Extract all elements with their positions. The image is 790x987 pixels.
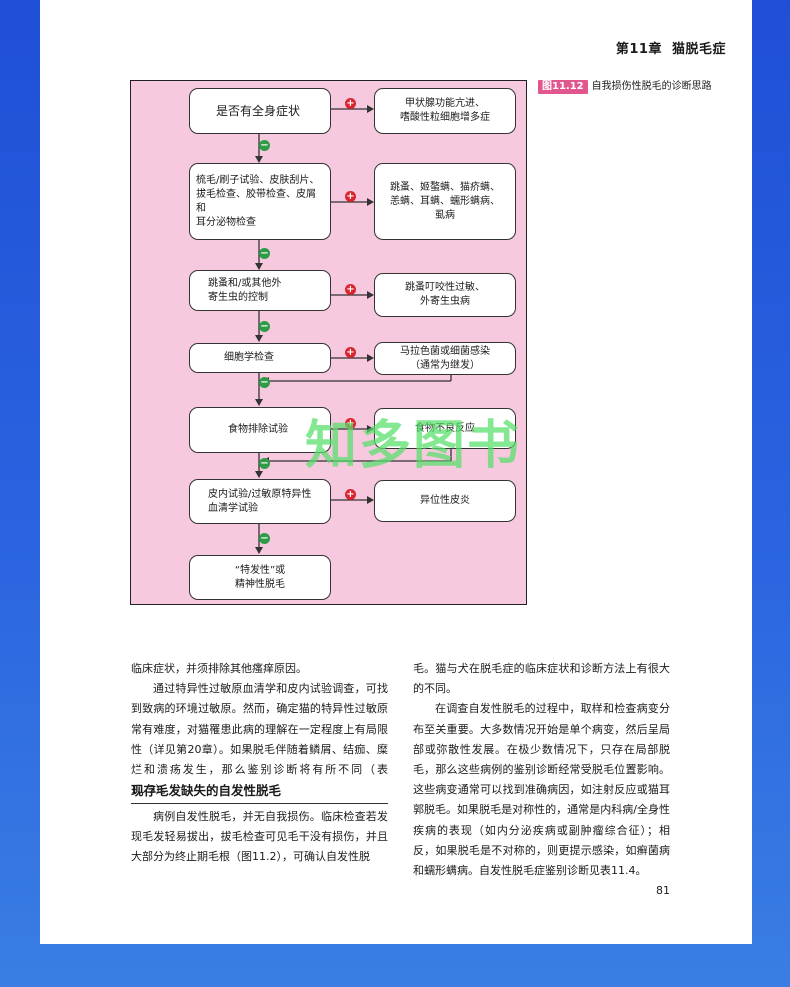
box-flea-allergy: 跳蚤叮咬性过敏、 外寄生虫病	[374, 273, 516, 317]
watermark: 知多图书	[305, 416, 522, 476]
box-food-trial: 食物排除试验	[189, 407, 331, 453]
paragraph: 病例自发性脱毛，并无自我损伤。临床检查若发现毛发轻易拔出，拔毛检查可见毛干没有损…	[131, 810, 388, 864]
flowchart-connectors	[255, 105, 452, 554]
paragraph: 毛。猫与犬在脱毛症的临床症状和诊断方法上有很大的不同。	[413, 662, 670, 696]
minus-icon: −	[259, 321, 270, 332]
left-column: 临床症状，并须排除其他瘙痒原因。 通过特异性过敏原血清学和皮内试验调查，可找到致…	[131, 659, 388, 800]
box-ectoparasites: 跳蚤、姬螯螨、猫疥螨、 恙螨、耳螨、蠕形螨病、 虱病	[374, 163, 516, 240]
plus-icon: +	[345, 98, 356, 109]
plus-icon: +	[345, 489, 356, 500]
paragraph: 临床症状，并须排除其他瘙痒原因。	[131, 662, 307, 675]
chapter-number: 第11章	[615, 42, 662, 57]
box-food-reaction: 食物不良反应	[374, 408, 516, 449]
paragraph: 通过特异性过敏原血清学和皮内试验调查，可找到致病的环境过敏原。然而，确定猫的特异…	[131, 682, 388, 797]
minus-icon: −	[259, 140, 270, 151]
page-number: 81	[656, 884, 670, 897]
box-hyperthyroidism: 甲状腺功能亢进、 嗜酸性粒细胞增多症	[374, 88, 516, 134]
right-column: 毛。猫与犬在脱毛症的临床症状和诊断方法上有很大的不同。 在调查自发性脱毛的过程中…	[413, 659, 670, 881]
left-column-lower: 病例自发性脱毛，并无自我损伤。临床检查若发现毛发轻易拔出，拔毛检查可见毛干没有损…	[131, 807, 388, 868]
box-cytology: 细胞学检查	[189, 343, 331, 373]
minus-icon: −	[259, 248, 270, 259]
minus-icon: −	[259, 377, 270, 388]
chapter-title: 猫脱毛症	[671, 42, 726, 57]
flowchart: 是否有全身症状 梳毛/刷子试验、皮肤刮片、 拔毛检查、胶带检查、皮屑和 耳分泌物…	[130, 80, 527, 605]
box-parasite-control: 跳蚤和/或其他外 寄生虫的控制	[189, 270, 331, 311]
box-intradermal-test: 皮内试验/过敏原特异性 血清学试验	[189, 479, 331, 524]
plus-icon: +	[345, 284, 356, 295]
plus-icon: +	[345, 191, 356, 202]
box-atopic-dermatitis: 异位性皮炎	[374, 480, 516, 522]
box-systemic-signs: 是否有全身症状	[189, 88, 331, 134]
plus-icon: +	[345, 347, 356, 358]
book-page: 第11章猫脱毛症	[40, 0, 752, 944]
paragraph: 在调查自发性脱毛的过程中，取样和检查病变分布至关重要。大多数情况开始是单个病变，…	[413, 702, 670, 878]
box-idiopathic: “特发性”或 精神性脱毛	[189, 555, 331, 600]
running-head: 第11章猫脱毛症	[616, 38, 726, 57]
plus-icon: +	[345, 418, 356, 429]
figure-caption-text: 自我损伤性脱毛的诊断思路	[591, 81, 712, 92]
box-hair-tests: 梳毛/刷子试验、皮肤刮片、 拔毛检查、胶带检查、皮屑和 耳分泌物检查	[189, 163, 331, 240]
section-heading: 现存毛发缺失的自发性脱毛	[131, 780, 388, 804]
minus-icon: −	[259, 533, 270, 544]
minus-icon: −	[259, 458, 270, 469]
box-malassezia: 马拉色菌或细菌感染 （通常为继发）	[374, 342, 516, 375]
figure-tag: 图11.12	[538, 80, 588, 94]
